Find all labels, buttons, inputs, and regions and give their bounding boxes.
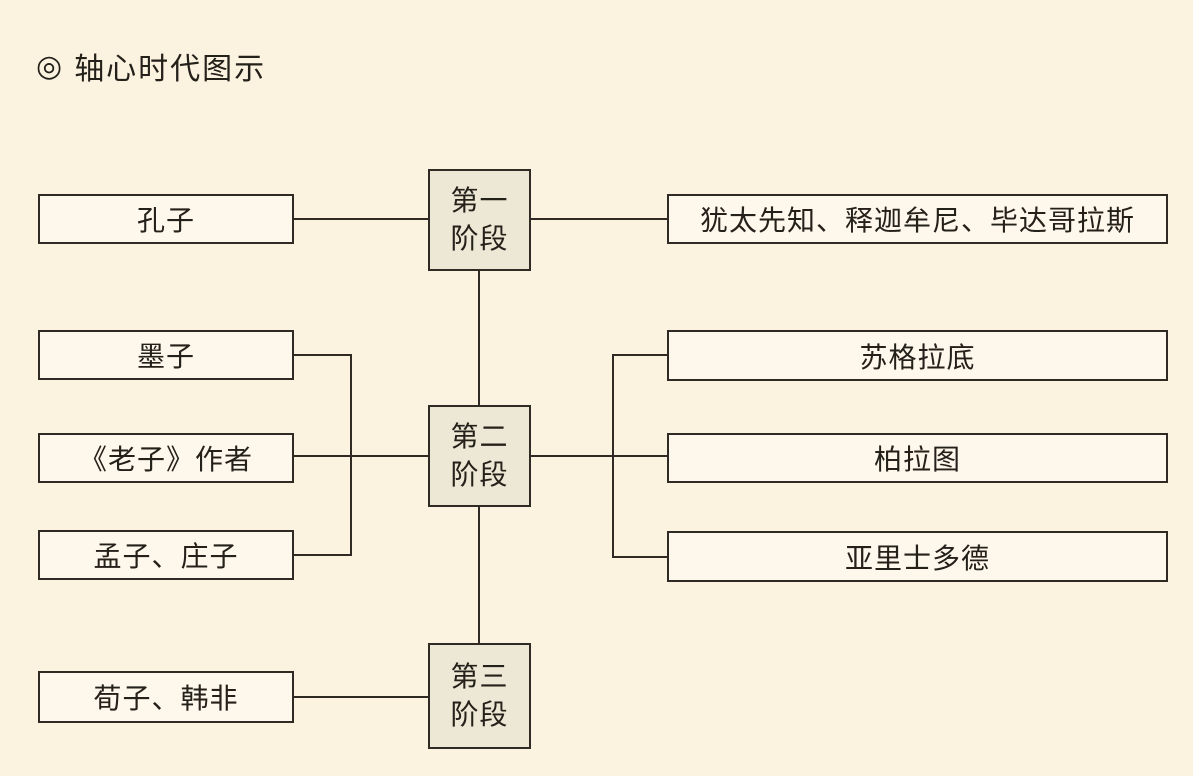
connector-line: [612, 354, 614, 558]
node-mencius-zhuangzi: 孟子、庄子: [38, 530, 294, 580]
connector-line: [294, 218, 429, 220]
stage-3-label-line1: 第三: [450, 661, 509, 692]
section-bullet-icon: ◎: [36, 49, 65, 83]
connector-line: [612, 556, 668, 558]
page-title: ◎ 轴心时代图示: [36, 44, 266, 88]
stage-2-node: 第二 阶段: [428, 405, 531, 507]
connector-line: [531, 455, 667, 457]
node-jewish-prophets-buddha-pythagoras: 犹太先知、释迦牟尼、毕达哥拉斯: [667, 194, 1168, 244]
connector-line: [612, 354, 668, 356]
connector-line: [294, 554, 352, 556]
stage-2-label-line2: 阶段: [450, 459, 509, 490]
connector-line: [478, 271, 480, 405]
node-plato: 柏拉图: [667, 433, 1168, 483]
node-socrates: 苏格拉底: [667, 330, 1168, 381]
connector-line: [294, 696, 428, 698]
page-title-text: 轴心时代图示: [74, 53, 267, 86]
connector-line: [294, 354, 352, 356]
node-mozi: 墨子: [38, 330, 294, 380]
node-aristotle: 亚里士多德: [667, 531, 1168, 582]
node-confucius: 孔子: [38, 194, 294, 244]
stage-3-label-line2: 阶段: [450, 699, 509, 730]
connector-line: [531, 218, 667, 220]
stage-3-node: 第三 阶段: [428, 643, 531, 749]
node-xunzi-hanfei: 荀子、韩非: [38, 671, 294, 723]
stage-2-label-line1: 第二: [450, 421, 509, 452]
stage-1-label-line1: 第一: [450, 185, 509, 216]
connector-line: [478, 507, 480, 643]
connector-line: [294, 455, 428, 457]
stage-1-node: 第一 阶段: [428, 169, 531, 271]
stage-1-label-line2: 阶段: [450, 223, 509, 254]
node-laozi-author: 《老子》作者: [38, 433, 294, 483]
